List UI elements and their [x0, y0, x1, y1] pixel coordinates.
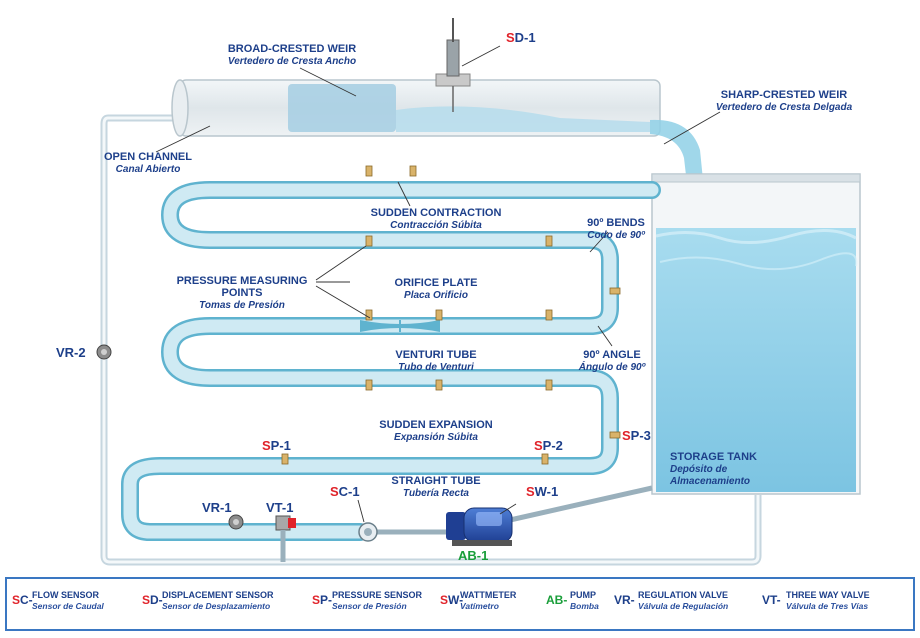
sd1-tag: SD-1: [506, 30, 536, 45]
angle-label: 90º ANGLE: [583, 349, 640, 361]
sudden-expansion-label-es: Expansión Súbita: [394, 432, 478, 443]
legend-label-es: Vatímetro: [460, 601, 499, 611]
pressure-points-label-es: Tomas de Presión: [199, 300, 285, 311]
legend-key: SD-: [142, 593, 163, 607]
storage-tank-label: STORAGE TANK: [670, 451, 757, 463]
ab1-tag: AB-1: [458, 548, 488, 563]
legend-label: REGULATION VALVE: [638, 590, 728, 600]
vr2-tag: VR-2: [56, 345, 86, 360]
broad-weir-label: BROAD-CRESTED WEIR: [228, 43, 356, 55]
pressure-taps: [281, 165, 621, 465]
sudden-contraction-label-es: Contracción Súbita: [390, 220, 482, 231]
sharp-weir-label-es: Vertedero de Cresta Delgada: [716, 102, 853, 113]
regulation-valve-vr1[interactable]: [228, 514, 244, 530]
legend-frame: [5, 577, 915, 631]
storage-tank-label-es2: Almacenamiento: [669, 476, 750, 487]
legend-label-es: Válvula de Tres Vías: [786, 601, 868, 611]
straight-tube-label: STRAIGHT TUBE: [391, 475, 480, 487]
sudden-expansion-label: SUDDEN EXPANSION: [379, 419, 493, 431]
legend-key: SW-: [440, 593, 463, 607]
legend-label: FLOW SENSOR: [32, 590, 99, 600]
sp3-tag: SP-3: [622, 428, 651, 443]
sw1-tag: SW-1: [526, 484, 558, 499]
displacement-sensor-sd1[interactable]: [435, 18, 471, 112]
legend-label: THREE WAY VALVE: [786, 590, 870, 600]
open-channel-label-es: Canal Abierto: [116, 164, 181, 175]
legend-key: SC-: [12, 593, 33, 607]
angle-label-es: Ángulo de 90º: [578, 360, 647, 373]
legend-label-es: Sensor de Presión: [332, 601, 407, 611]
legend-label-es: Sensor de Desplazamiento: [162, 601, 270, 611]
venturi-label-es: Tubo de Venturi: [398, 362, 474, 373]
open-channel-label: OPEN CHANNEL: [104, 151, 192, 163]
flow-sensor-sc1[interactable]: [358, 522, 378, 542]
orifice-label: ORIFICE PLATE: [395, 277, 478, 289]
legend-label: PRESSURE SENSOR: [332, 590, 423, 600]
broad-crested-weir: [288, 84, 396, 132]
bends-label-es: Codo de 90º: [587, 230, 646, 241]
legend-label: PUMP: [570, 590, 596, 600]
vt1-tag: VT-1: [266, 500, 293, 515]
vr1-tag: VR-1: [202, 500, 232, 515]
legend-label: WATTMETER: [460, 590, 517, 600]
legend-key: AB-: [546, 593, 567, 607]
legend-label-es: Sensor de Caudal: [32, 601, 104, 611]
pump-ab1[interactable]: [446, 507, 513, 546]
legend-key: VT-: [762, 593, 781, 607]
legend-key: VR-: [614, 593, 635, 607]
storage-tank: [651, 173, 861, 495]
venturi-label: VENTURI TUBE: [395, 349, 476, 361]
pipe-circuit: [121, 181, 661, 541]
legend-label-es: Bomba: [570, 601, 599, 611]
sp2-tag: SP-2: [534, 438, 563, 453]
sudden-contraction-label: SUDDEN CONTRACTION: [371, 207, 502, 219]
leader-lines: [155, 45, 721, 523]
sc1-tag: SC-1: [330, 484, 360, 499]
three-way-valve-vt1[interactable]: [275, 515, 296, 562]
legend-label: DISPLACEMENT SENSOR: [162, 590, 274, 600]
pressure-points-label-2: POINTS: [222, 287, 263, 299]
legend-label-es: Válvula de Regulación: [638, 601, 728, 611]
storage-tank-label-es1: Depósito de: [670, 464, 728, 475]
pressure-points-label: PRESSURE MEASURING: [177, 275, 308, 287]
legend-key: SP-: [312, 593, 332, 607]
sharp-weir-label: SHARP-CRESTED WEIR: [721, 89, 848, 101]
bends-label: 90º BENDS: [587, 217, 645, 229]
broad-weir-label-es: Vertedero de Cresta Ancho: [228, 56, 356, 67]
sp1-tag: SP-1: [262, 438, 291, 453]
orifice-label-es: Placa Orificio: [404, 290, 468, 301]
regulation-valve-vr2[interactable]: [96, 344, 112, 360]
straight-tube-label-es: Tubería Recta: [403, 488, 469, 499]
